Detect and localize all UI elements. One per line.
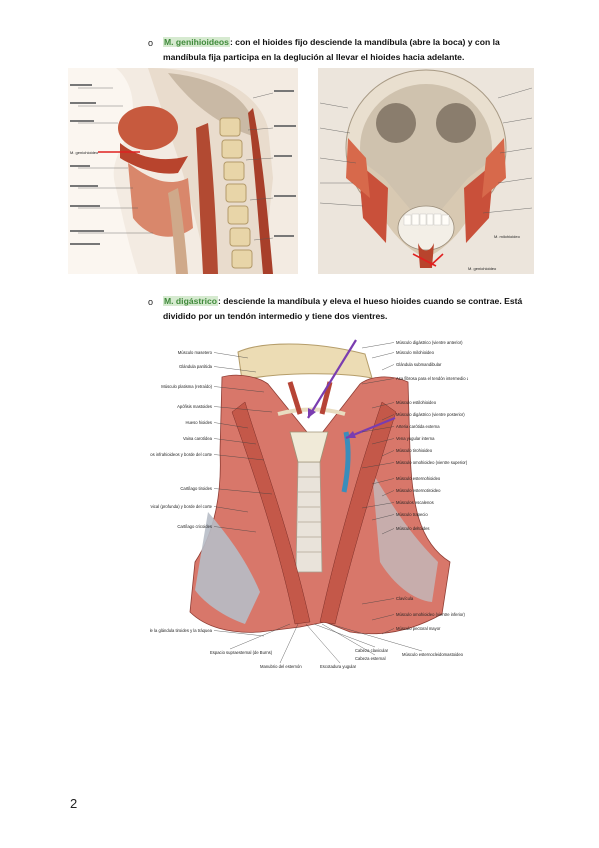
- page-number: 2: [70, 796, 78, 811]
- figure-label: Músculo omohioideo (vientre inferior): [396, 612, 465, 617]
- leader-line: [381, 528, 395, 535]
- leader-line: [213, 386, 265, 393]
- figure-label: Músculo digástrico (vientre posterior): [396, 412, 465, 417]
- leader-line: [361, 502, 395, 509]
- figure-label: M. milohioideo: [494, 234, 521, 239]
- figure-label: Músculo tirohioideo: [396, 448, 433, 453]
- leader-line: [213, 630, 265, 637]
- figure-label: Espacio supraesternal (de Burns): [210, 650, 273, 655]
- figure-label: Músculo omohioideo (vientre superior): [396, 460, 468, 465]
- figure-label: M. geniohioideo: [70, 150, 99, 155]
- figure-label: Manubrio del esternón: [260, 664, 302, 669]
- figure-label: Músculo deltoides: [396, 526, 430, 531]
- paragraph-genihioideos: M. genihioideos: con el hioides fijo des…: [163, 35, 543, 65]
- leader-line: [381, 628, 395, 635]
- figure-label: Músculo pectoral mayor: [396, 626, 441, 631]
- figure-label: Músculo milohioideo: [396, 350, 435, 355]
- leader-line: [213, 438, 257, 445]
- figure-label: Cartílago cricoides: [177, 524, 212, 529]
- figure-label: Músculo digástrico (vientre anterior): [396, 340, 463, 345]
- bullet-marker: o: [148, 38, 154, 48]
- figure-label: Músculo masetero: [178, 350, 213, 355]
- leader-line: [371, 438, 395, 445]
- figure-label: Cabeza clavicular: [355, 648, 389, 653]
- leader-line: [361, 378, 395, 385]
- figure-label: Lámina de revestimiento de la fascia cer…: [150, 504, 213, 509]
- sagittal-section-figure: M. geniohioideo: [68, 68, 298, 274]
- term-highlight: M. genihioideos: [163, 37, 230, 47]
- paragraph-line: mandíbula fija participa en la deglución…: [163, 52, 465, 62]
- leader-line: [361, 462, 395, 469]
- leader-line: [213, 422, 249, 429]
- skull-inferior-view-figure: M. milohioideo M. geniohioideo: [318, 68, 534, 274]
- figure-label: Músculo trapecio: [396, 512, 428, 517]
- leader-line: [229, 623, 291, 650]
- leader-line: [381, 414, 395, 421]
- figure-label: Hueso hioides: [185, 420, 212, 425]
- leader-line: [213, 366, 257, 373]
- leader-line: [213, 526, 257, 533]
- paragraph-digastrico: M. digástrico: desciende la mandíbula y …: [163, 294, 543, 324]
- leader-line: [371, 402, 395, 409]
- leader-line: [381, 450, 395, 457]
- figure-label: M. geniohioideo: [468, 266, 497, 271]
- leader-line: [381, 364, 395, 371]
- leader-line: [371, 478, 395, 485]
- figure-label: Músculo esternotiroideo: [396, 488, 441, 493]
- figure-label: Escotadura yugular: [320, 664, 357, 669]
- figure-label: Lámina pretraqueal de la fascia cervical…: [150, 628, 213, 633]
- term-highlight: M. digástrico: [163, 296, 219, 306]
- leader-line: [329, 623, 423, 652]
- figure-label: Apófisis mastoides: [177, 404, 212, 409]
- leader-line: [213, 488, 273, 495]
- figure-label: Músculo estilohioideo: [396, 400, 437, 405]
- leader-line: [279, 623, 299, 664]
- leader-line: [361, 342, 395, 349]
- leader-line: [371, 514, 395, 521]
- paragraph-line: : desciende la mandíbula y eleva el hues…: [218, 296, 523, 306]
- bullet-marker: o: [148, 297, 154, 307]
- paragraph-line: : con el hioides fijo desciende la mandí…: [229, 37, 500, 47]
- figure-label: Vena yugular interna: [396, 436, 435, 441]
- figure-label: Cabeza esternal: [355, 656, 386, 661]
- leader-line: [361, 426, 395, 433]
- leader-line: [321, 623, 376, 656]
- leader-line: [361, 598, 395, 605]
- figure-label: Clavícula: [396, 596, 414, 601]
- figure-label: Músculo platisma (retraído): [161, 384, 212, 389]
- leader-line: [305, 623, 341, 664]
- leader-line: [381, 490, 395, 497]
- leader-line: [371, 352, 395, 359]
- figure-label: Músculo esternohioideo: [396, 476, 441, 481]
- leader-line: [213, 454, 265, 461]
- figure-label: Fascia de los músculos infrahioideos y b…: [150, 452, 213, 457]
- leader-line: [371, 614, 395, 621]
- figure-label: Glándula submandibular: [396, 362, 442, 367]
- leader-line: [213, 506, 249, 513]
- paragraph-line: dividido por un tendón intermedio y tien…: [163, 311, 388, 321]
- leader-line: [213, 406, 273, 413]
- figure-label: Músculo esternocleidomastoideo: [402, 652, 464, 657]
- figure-label: Asa fibrosa para el tendón intermedio de…: [396, 376, 468, 381]
- figure-label: Vaina carotídea: [183, 436, 213, 441]
- figure-label: Glándula parótida: [179, 364, 213, 369]
- leader-line: [313, 623, 376, 648]
- figure-label: Músculos escalenos: [396, 500, 434, 505]
- figure-label: Arteria carótida externa: [396, 424, 440, 429]
- figure-label: Cartílago tiroides: [180, 486, 212, 491]
- leader-line: [213, 352, 249, 359]
